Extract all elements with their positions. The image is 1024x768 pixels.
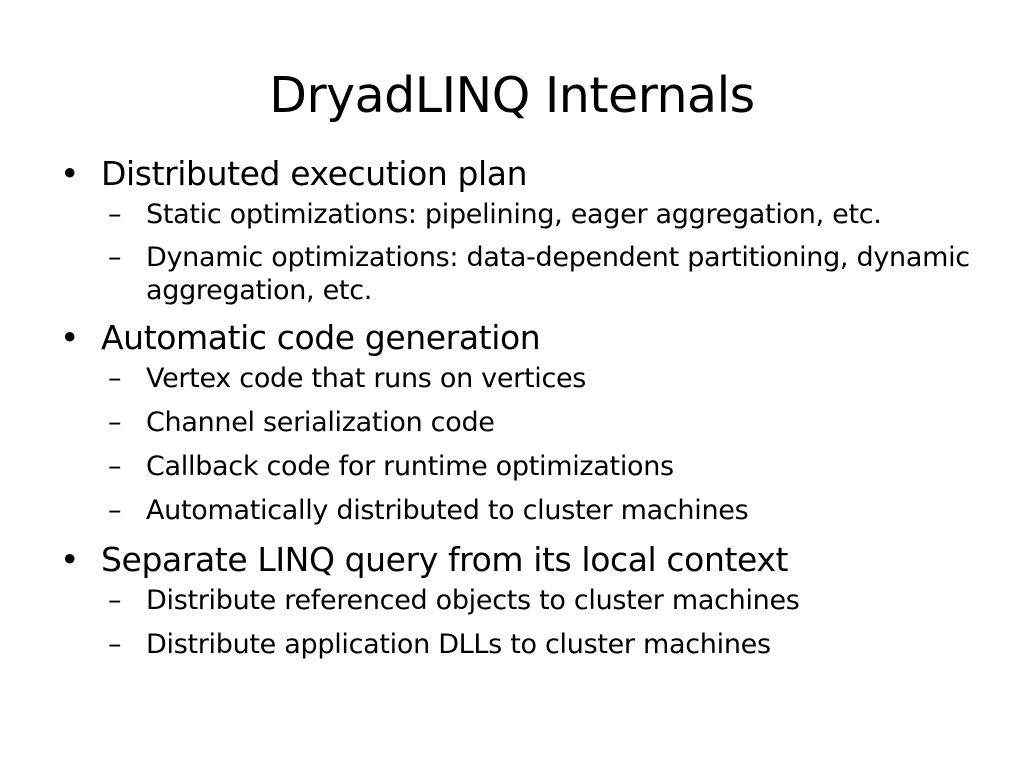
dash-icon: – bbox=[108, 407, 122, 438]
dash-icon: – bbox=[108, 495, 122, 526]
sub-bullet-item: – Dynamic optimizations: data-dependent … bbox=[60, 241, 980, 307]
dash-icon: – bbox=[108, 363, 122, 394]
sub-bullet-text: Distribute application DLLs to cluster m… bbox=[146, 629, 771, 660]
sub-bullet-text: Channel serialization code bbox=[146, 407, 495, 438]
bullet-text: Separate LINQ query from its local conte… bbox=[101, 540, 788, 579]
bullet-text: Automatic code generation bbox=[101, 318, 541, 357]
sub-bullet-item: – Distribute application DLLs to cluster… bbox=[60, 627, 980, 663]
dash-icon: – bbox=[108, 242, 122, 273]
sub-list: – Static optimizations: pipelining, eage… bbox=[60, 197, 980, 307]
bullet-text: Distributed execution plan bbox=[101, 154, 528, 193]
bullet-item: • Distributed execution plan bbox=[60, 152, 980, 196]
sub-bullet-text: Static optimizations: pipelining, eager … bbox=[146, 199, 882, 230]
sub-list: – Vertex code that runs on vertices – Ch… bbox=[60, 361, 980, 529]
sub-bullet-text: Dynamic optimizations: data-dependent pa… bbox=[146, 242, 970, 306]
sub-bullet-text: Vertex code that runs on vertices bbox=[146, 363, 587, 394]
sub-list: – Distribute referenced objects to clust… bbox=[60, 583, 980, 663]
sub-bullet-item: – Automatically distributed to cluster m… bbox=[60, 493, 980, 529]
sub-bullet-text: Distribute referenced objects to cluster… bbox=[146, 585, 800, 616]
sub-bullet-item: – Vertex code that runs on vertices bbox=[60, 361, 980, 397]
sub-bullet-text: Automatically distributed to cluster mac… bbox=[146, 495, 749, 526]
bullet-item: • Separate LINQ query from its local con… bbox=[60, 538, 980, 582]
slide-body: • Distributed execution plan – Static op… bbox=[60, 152, 980, 671]
sub-bullet-item: – Static optimizations: pipelining, eage… bbox=[60, 197, 980, 233]
dash-icon: – bbox=[108, 629, 122, 660]
sub-bullet-item: – Distribute referenced objects to clust… bbox=[60, 583, 980, 619]
slide-title: DryadLINQ Internals bbox=[269, 67, 755, 124]
bullet-icon: • bbox=[60, 154, 80, 193]
bullet-icon: • bbox=[60, 318, 80, 357]
sub-bullet-item: – Channel serialization code bbox=[60, 405, 980, 441]
sub-bullet-item: – Callback code for runtime optimization… bbox=[60, 449, 980, 485]
bullet-item: • Automatic code generation bbox=[60, 316, 980, 360]
dash-icon: – bbox=[108, 199, 122, 230]
dash-icon: – bbox=[108, 585, 122, 616]
sub-bullet-text: Callback code for runtime optimizations bbox=[146, 451, 674, 482]
dash-icon: – bbox=[108, 451, 122, 482]
bullet-icon: • bbox=[60, 540, 80, 579]
